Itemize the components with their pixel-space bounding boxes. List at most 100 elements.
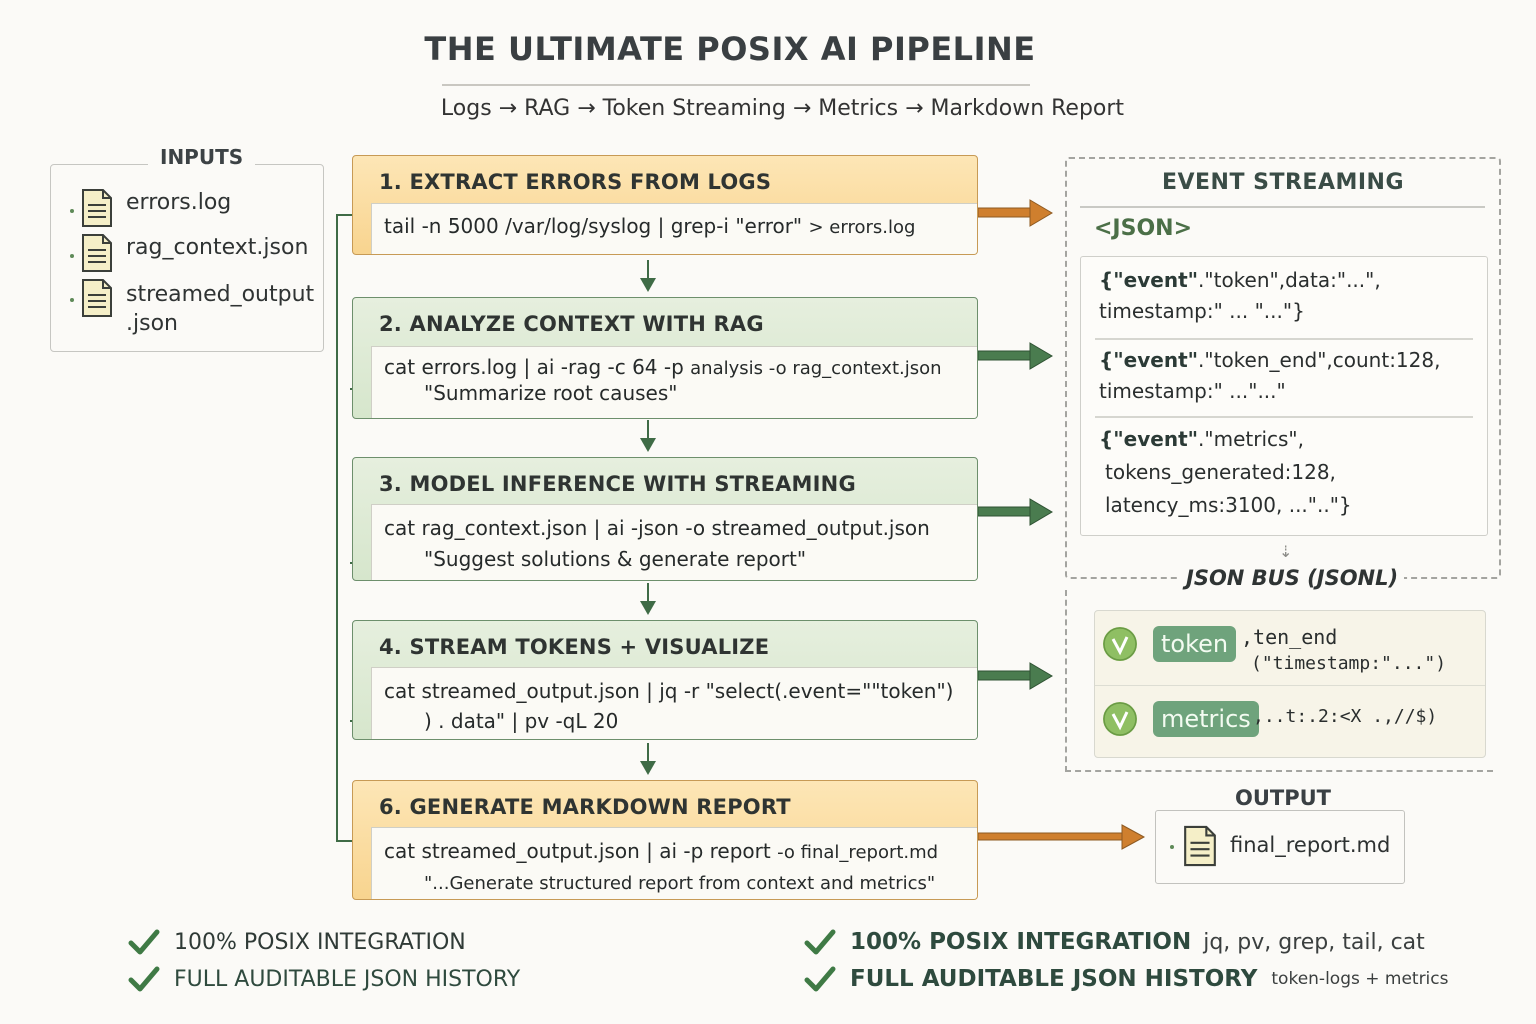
event-list: {"event"."token",data:"...", timestamp:"…: [1080, 256, 1488, 536]
event-key: {"event": [1099, 348, 1199, 372]
step-command: tail -n 5000 /var/log/syslog | grep-i "e…: [371, 203, 977, 254]
input-file-name-line1: streamed_output: [126, 282, 315, 307]
json-bus-outline: [1065, 590, 1493, 772]
bus-row-metrics[interactable]: metrics ,..t:.2:<X .,//$): [1095, 685, 1485, 759]
command-text: cat rag_context.json | ai -json -o strea…: [384, 516, 930, 540]
input-file-errors-log[interactable]: errors.log: [80, 188, 231, 228]
footer-feature-text: 100% POSIX INTEGRATION: [174, 929, 466, 955]
step-title: 3. MODEL INFERENCE WITH STREAMING: [379, 472, 856, 496]
page-title: THE ULTIMATE POSIX AI PIPELINE: [424, 30, 1036, 68]
bus-text-line2: ("timestamp:"..."): [1251, 653, 1447, 674]
metrics-pill: metrics: [1153, 701, 1259, 737]
arrow-to-event-streaming-orange: [978, 199, 1053, 227]
event-divider: [1095, 338, 1473, 340]
down-arrow-icon: [640, 743, 656, 775]
checkmark-icon: [128, 929, 160, 955]
bullet-dot: [1170, 845, 1174, 849]
check-badge-icon: [1103, 627, 1137, 661]
step-extract-errors[interactable]: 1. EXTRACT ERRORS FROM LOGS tail -n 5000…: [352, 155, 978, 255]
footer-feature-json-history: FULL AUDITABLE JSON HISTORY: [128, 965, 520, 993]
event-line2: tokens_generated:128,: [1105, 460, 1336, 484]
document-icon: [1184, 825, 1216, 867]
step-analyze-rag[interactable]: 2. ANALYZE CONTEXT WITH RAG cat errors.l…: [352, 297, 978, 419]
small-down-arrow-icon: ⇣: [1279, 542, 1293, 561]
event-line2: timestamp:" ... "..."}: [1099, 299, 1305, 323]
json-tag: <JSON>: [1094, 216, 1193, 241]
page-subtitle: Logs → RAG → Token Streaming → Metrics →…: [440, 96, 1125, 121]
arrow-to-output-orange: [978, 824, 1146, 850]
event-title-divider: [1080, 206, 1485, 208]
event-item-metrics: {"event"."metrics", tokens_generated:128…: [1099, 423, 1352, 522]
bus-text-line1: ,ten_end: [1241, 625, 1338, 649]
command-text: tail -n 5000 /var/log/syslog | grep-i "e…: [384, 214, 803, 238]
check-badge-icon: [1103, 702, 1137, 736]
command-text: cat streamed_output.json | ai -p report: [384, 839, 771, 863]
step-model-inference[interactable]: 3. MODEL INFERENCE WITH STREAMING cat ra…: [352, 457, 978, 581]
down-arrow-icon: [640, 583, 656, 615]
json-bus-label: JSON BUS (JSONL): [1180, 566, 1405, 590]
bullet-dot: [70, 209, 74, 213]
input-file-name: rag_context.json: [126, 235, 309, 260]
footer-feature-detail: jq, pv, grep, tail, cat: [1203, 929, 1425, 955]
bullet-dot: [70, 254, 74, 258]
step-title: 4. STREAM TOKENS + VISUALIZE: [379, 635, 770, 659]
inputs-title: INPUTS: [148, 145, 256, 169]
checkmark-icon: [804, 929, 836, 955]
document-icon: [82, 189, 112, 227]
output-title: OUTPUT: [1235, 786, 1331, 810]
event-key: {"event": [1099, 268, 1199, 292]
trunk-connector: [336, 214, 354, 216]
event-streaming-title: EVENT STREAMING: [1161, 170, 1405, 195]
input-file-name: streamed_output .json: [126, 278, 314, 338]
event-item-token: {"event"."token",data:"...", timestamp:"…: [1099, 265, 1381, 327]
command-tail: analysis -o rag_context.json: [690, 358, 942, 379]
input-file-streamed-output[interactable]: streamed_output .json: [80, 278, 314, 338]
input-file-rag-context[interactable]: rag_context.json: [80, 233, 308, 273]
arrow-to-json-bus-green: [978, 662, 1053, 690]
step-command: cat rag_context.json | ai -json -o strea…: [371, 504, 977, 580]
command-line2: "Summarize root causes": [424, 381, 678, 405]
bus-text-line1: ,..t:.2:<X .,//$): [1253, 706, 1438, 727]
step-command: cat streamed_output.json | ai -p report …: [371, 827, 977, 899]
arrow-to-event-streaming-green: [978, 498, 1053, 526]
arrow-to-event-streaming-green: [978, 342, 1053, 370]
event-value: ."metrics",: [1198, 427, 1304, 451]
event-line2: timestamp:" ..."...": [1099, 379, 1286, 403]
footer-feature-posix-tools: 100% POSIX INTEGRATION jq, pv, grep, tai…: [804, 928, 1425, 956]
event-key: {"event": [1099, 427, 1199, 451]
command-line2: "...Generate structured report from cont…: [424, 873, 936, 894]
bullet-dot: [70, 298, 74, 302]
title-divider: [442, 84, 1030, 86]
down-arrow-icon: [640, 420, 656, 452]
event-value: ."token",data:"...",: [1198, 268, 1381, 292]
command-text: cat streamed_output.json | jq -r "select…: [384, 679, 954, 703]
footer-feature-strong: FULL AUDITABLE JSON HISTORY: [850, 966, 1258, 992]
step-title: 1. EXTRACT ERRORS FROM LOGS: [379, 170, 772, 194]
footer-feature-posix: 100% POSIX INTEGRATION: [128, 928, 466, 956]
footer-feature-detail: token-logs + metrics: [1271, 969, 1449, 989]
event-item-token-end: {"event"."token_end",count:128, timestam…: [1099, 345, 1440, 407]
step-command: cat streamed_output.json | jq -r "select…: [371, 667, 977, 739]
trunk-connector: [336, 840, 354, 842]
footer-feature-text: FULL AUDITABLE JSON HISTORY: [174, 966, 521, 992]
footer-feature-json-logs: FULL AUDITABLE JSON HISTORY token-logs +…: [804, 965, 1449, 993]
pipeline-trunk-line: [336, 215, 338, 841]
event-divider: [1095, 416, 1473, 418]
step-generate-report[interactable]: 6. GENERATE MARKDOWN REPORT cat streamed…: [352, 780, 978, 900]
output-file-name[interactable]: final_report.md: [1230, 833, 1391, 857]
token-pill: token: [1153, 626, 1237, 662]
command-line2: ) . data" | pv -qL 20: [424, 709, 619, 733]
bus-row-token[interactable]: token ,ten_end ("timestamp:"..."): [1095, 611, 1485, 685]
input-file-name: errors.log: [126, 190, 232, 215]
checkmark-icon: [804, 966, 836, 992]
step-stream-tokens[interactable]: 4. STREAM TOKENS + VISUALIZE cat streame…: [352, 620, 978, 740]
footer-feature-strong: 100% POSIX INTEGRATION: [850, 929, 1192, 955]
command-tail: -o final_report.md: [777, 842, 939, 863]
event-line3: latency_ms:3100, ...".."}: [1105, 493, 1352, 517]
step-command: cat errors.log | ai -rag -c 64 -p analys…: [371, 346, 977, 418]
json-bus-box: token ,ten_end ("timestamp:"...") metric…: [1094, 610, 1486, 758]
input-file-name-line2: .json: [126, 311, 178, 336]
step-title: 2. ANALYZE CONTEXT WITH RAG: [379, 312, 764, 336]
event-value: ."token_end",count:128,: [1198, 348, 1441, 372]
down-arrow-icon: [640, 260, 656, 292]
